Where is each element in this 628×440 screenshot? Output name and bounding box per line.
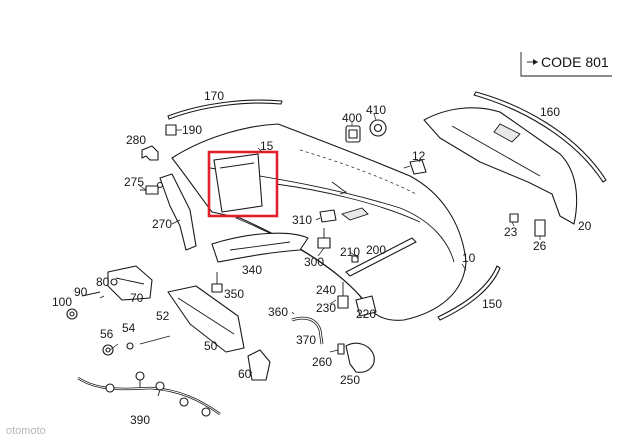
part-90-bolt (81, 291, 101, 297)
code-box: CODE 801 (520, 52, 612, 77)
part-15-panel (213, 153, 263, 213)
callout-250: 250 (340, 373, 360, 387)
part-280-bracket (141, 145, 159, 161)
highlight-box (207, 150, 279, 218)
part-190-clip (165, 124, 177, 136)
callout-54: 54 (122, 321, 136, 335)
part-160-strip (473, 91, 607, 183)
callout-280: 280 (126, 133, 146, 147)
callout-60: 60 (238, 367, 252, 381)
part-310-bracket (319, 209, 337, 223)
part-200-reflector-strip (345, 237, 417, 277)
callout-200: 200 (366, 243, 386, 257)
callout-80: 80 (96, 275, 110, 289)
part-270-side-bracket (159, 173, 197, 251)
callout-410: 410 (366, 103, 386, 117)
part-12-sensor (409, 159, 427, 175)
callout-275: 275 (124, 175, 144, 189)
part-170-trim-strip (167, 99, 283, 120)
part-160-diffuser (423, 107, 578, 225)
callout-20: 20 (578, 219, 592, 233)
callout-310: 310 (292, 213, 312, 227)
part-410-grommet (369, 119, 387, 137)
callout-270: 270 (152, 217, 172, 231)
part-350-pin (211, 272, 223, 293)
callout-210: 210 (340, 245, 360, 259)
callout-23: 23 (504, 225, 518, 239)
callout-150: 150 (482, 297, 502, 311)
callout-260: 260 (312, 355, 332, 369)
callout-170: 170 (204, 89, 224, 103)
callout-26: 26 (533, 239, 547, 253)
part-220-bracket (355, 295, 377, 317)
callout-10: 10 (462, 251, 476, 265)
part-80-nut (110, 278, 118, 286)
callout-56: 56 (100, 327, 114, 341)
callout-300: 300 (304, 255, 324, 269)
callout-90: 90 (74, 285, 88, 299)
callout-labels: 170 190 280 275 270 15 400 410 12 160 20… (52, 89, 592, 427)
part-60-sensor-unit (247, 349, 271, 381)
part-390-wiring-harness (77, 371, 221, 417)
callout-12: 12 (412, 149, 426, 163)
callout-360: 360 (268, 305, 288, 319)
callout-220: 220 (356, 307, 376, 321)
callout-70: 70 (130, 291, 144, 305)
part-54-washer (126, 342, 134, 350)
part-340-lower-trim (211, 232, 309, 263)
callout-350: 350 (224, 287, 244, 301)
part-250-liner (345, 342, 375, 373)
callout-390: 390 (130, 413, 150, 427)
part-52-bolt (139, 335, 171, 345)
callout-370: 370 (296, 333, 316, 347)
part-70-carrier (107, 265, 153, 301)
part-150-strip (437, 265, 501, 321)
part-56-nut (102, 344, 114, 356)
callout-190: 190 (182, 123, 202, 137)
callout-15: 15 (260, 139, 274, 153)
part-50-carrier (167, 285, 245, 353)
part-400-part (345, 125, 361, 143)
leader-lines (99, 113, 541, 375)
callout-400: 400 (342, 111, 362, 125)
code-label: CODE 801 (541, 54, 609, 70)
callout-50: 50 (204, 339, 218, 353)
callout-160: 160 (540, 105, 560, 119)
callout-230: 230 (316, 301, 336, 315)
part-230-clip (337, 295, 349, 309)
part-260-clip (337, 343, 345, 355)
callout-52: 52 (156, 309, 170, 323)
callout-100: 100 (52, 295, 72, 309)
callout-340: 340 (242, 263, 262, 277)
callout-240: 240 (316, 283, 336, 297)
part-26-clip (534, 219, 546, 237)
part-23-screw (509, 213, 519, 223)
watermark-text: otomoto (6, 425, 46, 437)
part-100-nut (66, 308, 78, 320)
